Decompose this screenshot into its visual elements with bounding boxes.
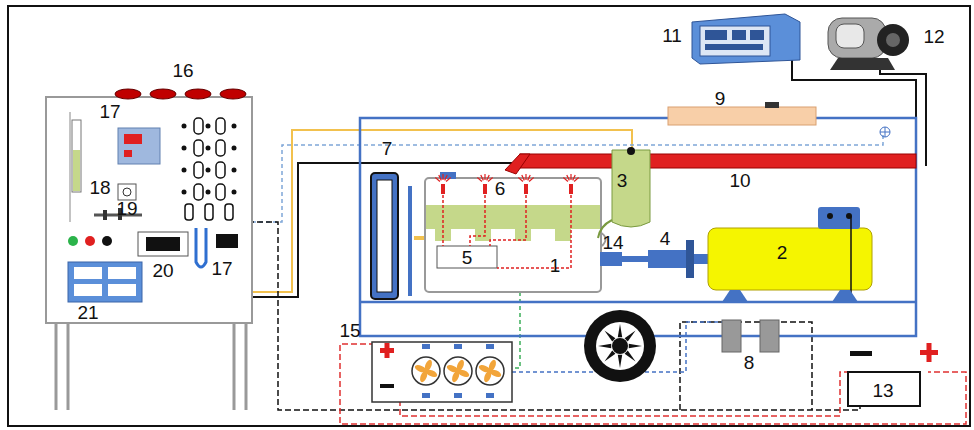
callout-number: 18 <box>89 178 110 197</box>
callout-number: 9 <box>715 89 726 108</box>
switch-array <box>182 118 237 220</box>
callout-number: 4 <box>660 229 671 248</box>
fan-unit <box>372 342 512 402</box>
generator <box>708 207 872 302</box>
mount-block <box>722 320 741 352</box>
callout-number: 11 <box>662 26 682 45</box>
smoke-meter <box>828 18 909 70</box>
engine-frame <box>360 102 916 336</box>
callout-number: 19 <box>116 199 137 218</box>
fans <box>412 344 504 398</box>
callout-number: 17 <box>99 102 120 121</box>
callout-number: 2 <box>777 243 788 262</box>
engine <box>425 172 606 292</box>
injectors <box>435 174 578 194</box>
callout-number: 13 <box>872 381 893 400</box>
exhaust-pipe <box>520 154 916 168</box>
callout-number: 5 <box>462 248 473 267</box>
control-panel <box>46 89 252 410</box>
mount-block <box>760 320 779 352</box>
callout-number: 20 <box>152 261 173 280</box>
exhaust-bend <box>505 154 530 174</box>
callout-number: 7 <box>382 139 393 158</box>
radiator <box>371 173 426 299</box>
callout-number: 6 <box>495 179 506 198</box>
callout-number: 1 <box>550 256 561 275</box>
callout-number: 3 <box>617 171 628 190</box>
callout-number: 12 <box>923 27 944 46</box>
frame <box>8 6 970 426</box>
callout-number: 21 <box>77 303 98 322</box>
gas-analyzer <box>692 14 800 64</box>
wheel-spokes <box>598 324 642 368</box>
callout-number: 14 <box>602 233 623 252</box>
tank <box>598 147 650 238</box>
callout-number: 17 <box>211 259 232 278</box>
callout-number: 15 <box>339 321 360 340</box>
callout-number: 10 <box>729 171 750 190</box>
battery <box>848 343 938 406</box>
wheel <box>584 310 656 382</box>
callout-number: 16 <box>172 61 193 80</box>
callout-number: 8 <box>744 353 755 372</box>
